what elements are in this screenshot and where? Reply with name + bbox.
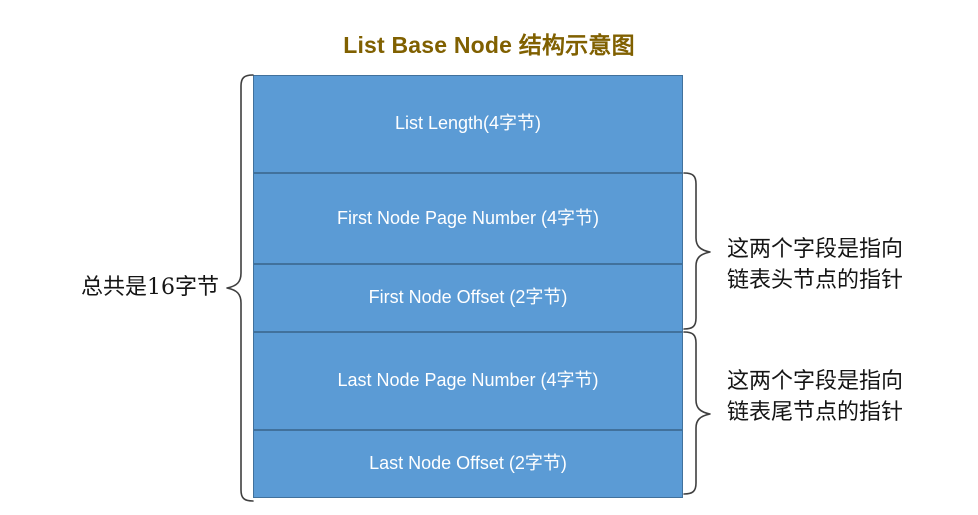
field-box-first-node-page-number: First Node Page Number (4字节) [253, 173, 683, 264]
head-pointer-annotation-line2: 链表头节点的指针 [727, 268, 904, 293]
struct-field-stack: List Length(4字节) First Node Page Number … [253, 75, 683, 498]
field-label: Last Node Page Number (4字节) [337, 370, 599, 391]
page-title: List Base Node 结构示意图 [343, 32, 635, 58]
head-pointer-annotation-line1: 这两个字段是指向 [727, 237, 904, 262]
field-box-first-node-offset: First Node Offset (2字节) [253, 264, 683, 332]
field-label: Last Node Offset (2字节) [369, 453, 567, 474]
total-size-annotation: 总共是16字节 [81, 275, 219, 300]
tail-pointer-annotation: 这两个字段是指向 链表尾节点的指针 [727, 366, 903, 428]
field-label: First Node Page Number (4字节) [336, 207, 600, 228]
tail-pointer-curly-brace [683, 331, 711, 495]
head-pointer-curly-brace [683, 172, 711, 330]
field-box-list-length: List Length(4字节) [253, 75, 683, 173]
tail-pointer-annotation-line2: 链表尾节点的指针 [727, 400, 904, 425]
tail-pointer-annotation-line1: 这两个字段是指向 [727, 369, 904, 394]
field-label: First Node Offset (2字节) [368, 287, 568, 308]
field-box-last-node-page-number: Last Node Page Number (4字节) [253, 332, 683, 430]
field-label: List Length(4字节) [394, 113, 542, 134]
head-pointer-annotation: 这两个字段是指向 链表头节点的指针 [727, 234, 903, 296]
field-box-last-node-offset: Last Node Offset (2字节) [253, 430, 683, 498]
